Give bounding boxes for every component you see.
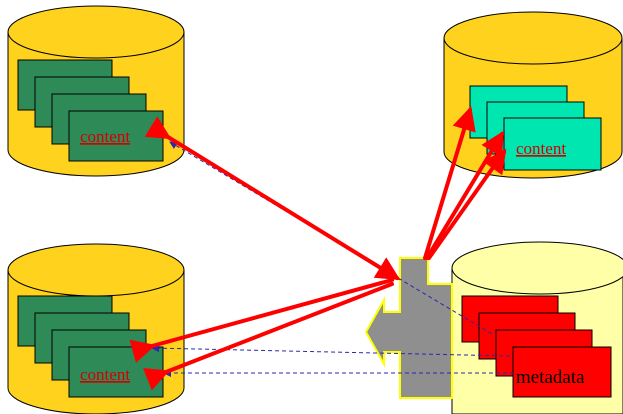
red-arrows — [129, 106, 507, 391]
arrow-to-bottom-left-lower — [143, 282, 394, 391]
metadata-label: metadata — [516, 367, 585, 388]
arrow-to-top-right-3 — [427, 148, 507, 260]
arrow-to-bottom-left-upper — [129, 278, 394, 363]
content-label-top-right: content — [516, 139, 566, 158]
doc-stack-bottom-right: metadata — [461, 295, 612, 398]
arrow-to-top-right-1 — [423, 106, 476, 260]
dashed-link-lines — [151, 141, 514, 377]
content-label-top-left: content — [80, 127, 130, 146]
content-label-bottom-left: content — [80, 365, 130, 384]
hub-shape — [364, 257, 453, 399]
arrow-to-top-left — [144, 116, 401, 281]
